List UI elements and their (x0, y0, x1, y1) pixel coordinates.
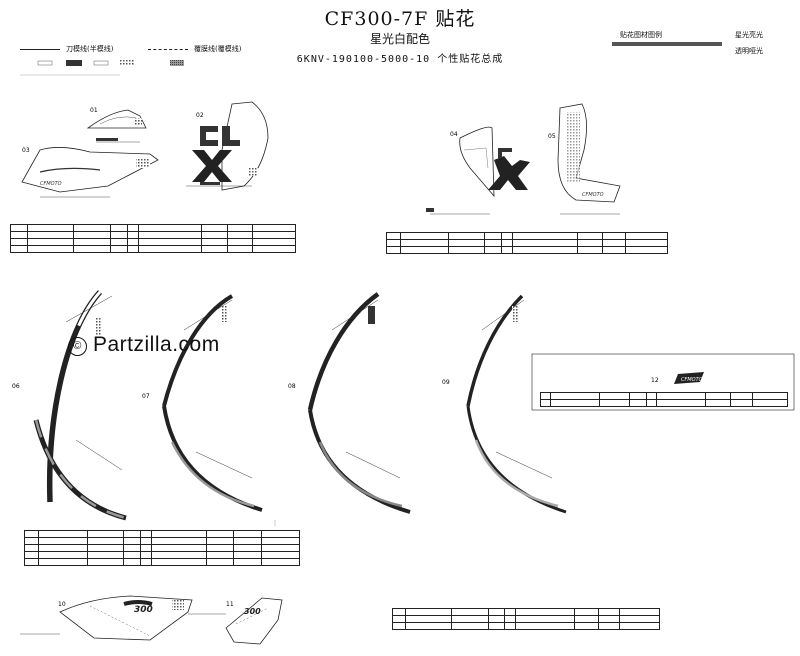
table-row (9, 238, 296, 246)
material-legend-label-2: 透明哑光 (735, 47, 763, 55)
table-row (385, 239, 669, 247)
watermark: © Partzilla.com (68, 333, 220, 357)
parts-table-upper-left (9, 224, 296, 253)
color-scheme-subtitle: 星光白配色 (369, 32, 430, 46)
svg-text:300: 300 (244, 607, 261, 616)
table-row (9, 245, 296, 253)
table-row (9, 231, 296, 239)
svg-text:300: 300 (134, 605, 153, 615)
watermark-text: Partzilla.com (93, 333, 220, 356)
part-label-03: 03 (22, 147, 30, 154)
part-label-04: 04 (450, 131, 458, 138)
decal-01-drawing (86, 109, 147, 143)
table-row (391, 608, 661, 616)
decal-04-drawing (426, 126, 530, 215)
decal-05-drawing: CFMOTO (557, 103, 621, 215)
svg-text:CFMOTO: CFMOTO (582, 192, 604, 198)
table-row (391, 622, 661, 630)
decal-06-drawing (33, 290, 127, 521)
part-label-01: 01 (90, 107, 98, 114)
decal-09-drawing (466, 294, 567, 514)
decal-08-drawing (307, 292, 411, 514)
decal-07-drawing (162, 294, 263, 512)
dashed-line-sample (148, 49, 188, 50)
part-number-code: 6KNV-190100-5000-10 个性贴花总成 (296, 54, 504, 65)
line-legend: 刀模线(半模线) 覆膜线(覆模线) (20, 44, 280, 56)
decal-10-drawing: 300 (20, 595, 193, 641)
legend-swatches (20, 42, 722, 76)
material-legend-title: 贴花图材图例 (620, 31, 662, 39)
decal-02-drawing (186, 101, 269, 191)
svg-text:CFMOTO: CFMOTO (681, 377, 703, 383)
solid-line-label: 刀模线(半模线) (66, 45, 114, 53)
part-label-05: 05 (548, 133, 556, 140)
part-label-06: 06 (12, 383, 20, 390)
part-label-10: 10 (58, 601, 66, 608)
decal-11-drawing: 300 (188, 597, 283, 645)
table-row (24, 558, 300, 566)
copyright-icon: © (68, 337, 87, 356)
svg-text:CFMOTO: CFMOTO (40, 181, 62, 187)
table-row (391, 615, 661, 623)
table-row (24, 551, 300, 559)
part-label-02: 02 (196, 112, 204, 119)
decal-03-drawing: CFMOTO (21, 147, 159, 198)
part-label-07: 07 (142, 393, 150, 400)
table-row (24, 530, 300, 538)
part-label-08: 08 (288, 383, 296, 390)
table-row (540, 399, 788, 407)
parts-table-arcs (24, 530, 300, 566)
table-row (540, 392, 788, 400)
parts-table-bottom (391, 608, 661, 630)
solid-line-sample (20, 49, 60, 50)
table-row (24, 544, 300, 552)
parts-table-12 (540, 392, 788, 407)
part-label-12: 12 (651, 377, 659, 384)
parts-table-upper-right (385, 232, 669, 254)
material-legend-label-1: 星光亮光 (735, 31, 763, 39)
table-row (9, 224, 296, 232)
table-row (385, 246, 669, 254)
page-title: CF300-7F 贴花 (324, 8, 476, 30)
table-row (385, 232, 669, 240)
part-label-11: 11 (226, 601, 234, 608)
part-label-09: 09 (442, 379, 450, 386)
dashed-line-label: 覆膜线(覆模线) (194, 45, 242, 53)
table-row (24, 537, 300, 545)
